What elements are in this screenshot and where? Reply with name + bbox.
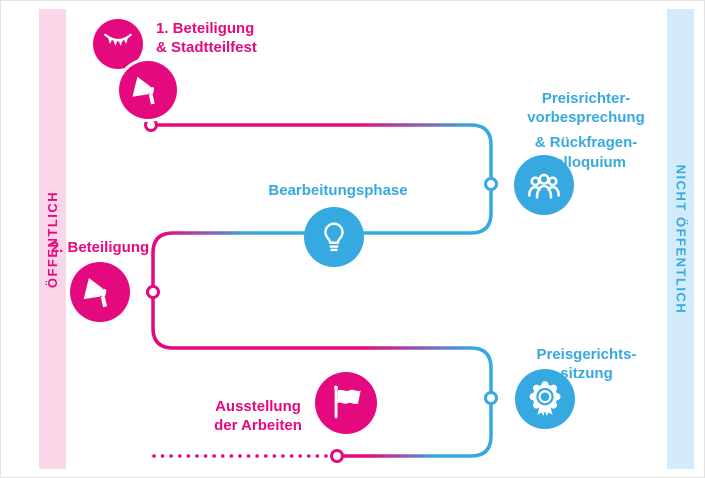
step5-label: Preisgerichts- sitzung bbox=[514, 345, 659, 383]
step5-label-line2: sitzung bbox=[560, 365, 613, 383]
node-step5 bbox=[484, 391, 498, 405]
step2-people-bubble bbox=[514, 155, 574, 215]
connector-step4-to-step5 bbox=[151, 292, 493, 398]
step1-label-line2: & Stadtteilfest bbox=[156, 39, 257, 57]
step3-label-text: Bearbeitungsphase bbox=[268, 182, 408, 199]
step3-label: Bearbeitungsphase bbox=[248, 181, 428, 200]
step2-label-line2: vorbesprechung bbox=[527, 109, 645, 127]
step1-megaphone-bubble bbox=[119, 61, 177, 119]
megaphone-icon bbox=[83, 278, 108, 308]
step5-award-bubble bbox=[515, 369, 575, 429]
step4-label-text: 2. Beteiligung bbox=[50, 239, 150, 256]
step5-label-line1: Preisgerichts- bbox=[536, 346, 637, 363]
flag-icon bbox=[334, 385, 361, 419]
step1-label: 1. Beteiligung & Stadtteilfest bbox=[156, 19, 257, 57]
lightbulb-icon bbox=[324, 222, 344, 252]
step2-label: Preisrichter- vorbesprechung & Rückfrage… bbox=[506, 89, 666, 172]
step1-bunting-bubble bbox=[93, 19, 143, 69]
step4-label: 2. Beteiligung bbox=[29, 238, 171, 257]
node-step2 bbox=[484, 177, 498, 191]
connector-step5-to-step6 bbox=[337, 398, 493, 458]
step6-label-line1: Ausstellung bbox=[215, 398, 301, 415]
step2-label-line3: & Rückfragen- bbox=[534, 134, 638, 152]
node-step4 bbox=[146, 285, 160, 299]
bunting-icon bbox=[104, 33, 132, 46]
public-sidebar: ÖFFENTLICH bbox=[39, 9, 66, 469]
people-icon bbox=[528, 173, 560, 199]
not-public-sidebar: NICHT ÖFFENTLICH bbox=[667, 9, 694, 469]
step6-label: Ausstellung der Arbeiten bbox=[204, 397, 312, 435]
megaphone-icon bbox=[132, 76, 155, 105]
connector-step1-to-step2 bbox=[151, 123, 493, 184]
step3-lightbulb-bubble bbox=[304, 207, 364, 267]
node-step6 bbox=[330, 449, 344, 463]
step1-label-line1: 1. Beteiligung bbox=[156, 20, 255, 37]
step6-label-line2: der Arbeiten bbox=[214, 417, 302, 435]
step4-megaphone-bubble bbox=[70, 262, 130, 322]
step2-label-line1: Preisrichter- bbox=[541, 90, 631, 107]
step6-flag-bubble bbox=[315, 372, 377, 434]
step2-label-line4: kolloquium bbox=[546, 153, 626, 171]
node-step1 bbox=[144, 118, 158, 132]
award-icon bbox=[529, 381, 561, 416]
